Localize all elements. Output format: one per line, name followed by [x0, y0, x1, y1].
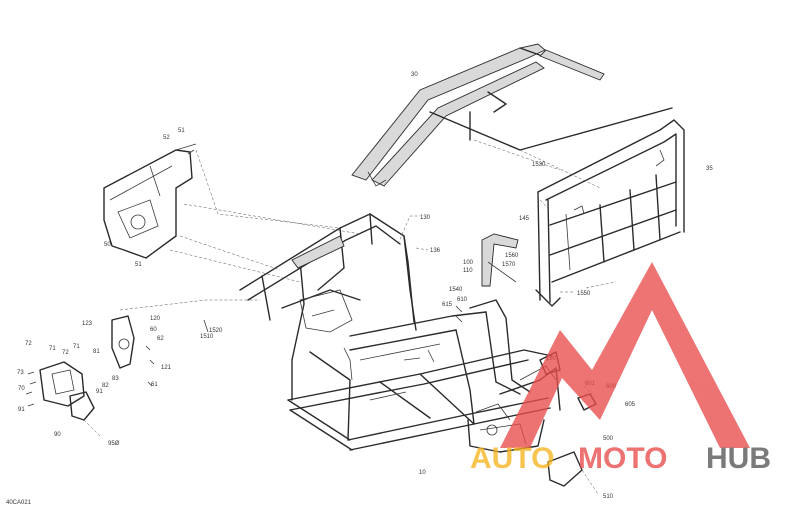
callout-1510: 1510 — [200, 334, 214, 340]
callout-1530: 1530 — [532, 162, 546, 168]
watermark-word-moto: MOTO — [578, 442, 667, 475]
callout-62: 62 — [157, 336, 164, 342]
callout-73: 73 — [17, 370, 24, 376]
callout-120: 120 — [150, 316, 161, 322]
callout-51-top: 51 — [178, 128, 185, 134]
callout-1550: 1550 — [577, 291, 591, 297]
callout-1560: 1560 — [505, 253, 519, 259]
callout-1520: 1520 — [209, 328, 223, 334]
callout-70: 70 — [18, 386, 25, 392]
watermark-logo: AUTO MOTO HUB — [470, 262, 771, 475]
callout-52: 52 — [163, 135, 170, 141]
callout-35: 35 — [706, 166, 713, 172]
callout-610: 610 — [457, 297, 468, 303]
callout-1540: 1540 — [449, 287, 463, 293]
bracket-assembly — [25, 315, 155, 421]
callout-83: 83 — [112, 376, 119, 382]
callout-90: 90 — [54, 432, 61, 438]
callout-605: 605 — [625, 402, 636, 408]
callout-71-b: 71 — [73, 344, 80, 350]
callout-71-a: 71 — [49, 346, 56, 352]
watermark-word-hub: HUB — [706, 442, 771, 475]
callout-110: 110 — [463, 268, 473, 274]
callout-100: 100 — [463, 260, 474, 266]
leader-lines — [83, 139, 617, 495]
callout-500: 500 — [603, 436, 614, 442]
callout-72-b: 72 — [62, 350, 69, 356]
document-code: 40CA021 — [6, 500, 32, 506]
watermark-mountain-icon — [500, 262, 750, 448]
callout-51-bottom: 51 — [135, 262, 142, 268]
callout-510: 510 — [603, 494, 614, 500]
callout-91-a: 91 — [96, 389, 103, 395]
callout-50: 50 — [104, 242, 111, 248]
callout-1570: 1570 — [502, 262, 516, 268]
front-panel — [103, 143, 197, 259]
callout-81: 81 — [93, 349, 100, 355]
callout-72-a: 72 — [25, 341, 32, 347]
callout-615: 615 — [442, 302, 453, 308]
callout-60: 60 — [150, 327, 157, 333]
callout-91-b: 91 — [18, 407, 25, 413]
callout-145: 145 — [519, 216, 530, 222]
callout-95: 95Ø — [108, 441, 120, 447]
callout-130: 130 — [420, 215, 431, 221]
callout-123: 123 — [82, 321, 93, 327]
callout-30: 30 — [411, 72, 418, 78]
main-chassis — [239, 213, 561, 453]
callout-82: 82 — [102, 383, 109, 389]
callout-10: 10 — [419, 470, 426, 476]
callout-121: 121 — [161, 365, 172, 371]
roll-cage — [351, 43, 685, 307]
callout-136: 136 — [430, 248, 441, 254]
watermark-word-auto: AUTO — [470, 442, 554, 475]
callout-61: 61 — [151, 382, 158, 388]
